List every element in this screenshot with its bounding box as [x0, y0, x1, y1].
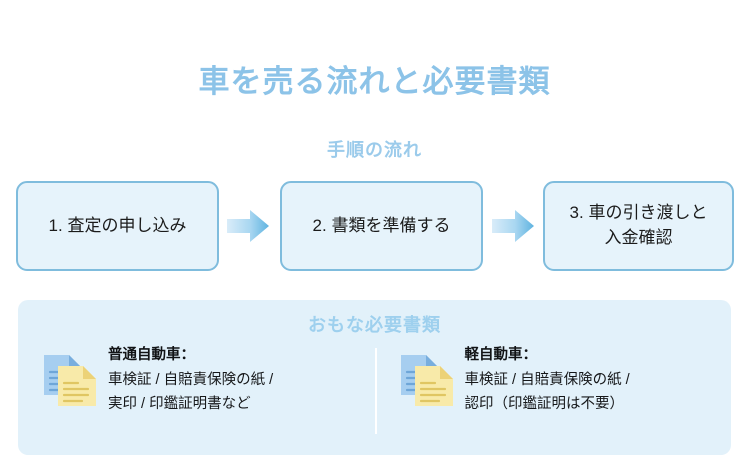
flow-step-1: 1. 査定の申し込み [16, 181, 219, 271]
documents-columns: 普通自動車： 車検証 / 自賠責保険の紙 / 実印 / 印鑑証明書など [18, 344, 731, 449]
flow-step-3: 3. 車の引き渡しと 入金確認 [543, 181, 734, 271]
documents-panel: おもな必要書類 [18, 300, 731, 455]
flow-step-2-label: 2. 書類を準備する [312, 215, 451, 235]
arrow-right-icon [492, 209, 534, 243]
documents-icon [399, 352, 453, 408]
documents-column-kei-car: 軽自動車： 車検証 / 自賠責保険の紙 / 認印（印鑑証明は不要） [375, 344, 732, 449]
documents-column-kei-car-label: 軽自動車： [464, 347, 538, 363]
documents-column-kei-car-items: 車検証 / 自賠責保険の紙 / 認印（印鑑証明は不要） [464, 372, 630, 412]
documents-heading: おもな必要書類 [308, 315, 441, 335]
arrow-right-icon [227, 209, 269, 243]
flow-step-2: 2. 書類を準備する [280, 181, 483, 271]
flow-step-1-label: 1. 査定の申し込み [48, 215, 187, 235]
documents-icon [42, 352, 96, 408]
column-divider [375, 348, 377, 434]
documents-column-standard-car-label: 普通自動車： [108, 347, 195, 363]
flow-row: 1. 査定の申し込み 2. 書類を準備する [0, 181, 749, 273]
flow-step-3-label: 3. 車の引き渡しと 入金確認 [569, 203, 708, 247]
page-title: 車を売る流れと必要書類 [198, 64, 551, 99]
documents-column-standard-car-items: 車検証 / 自賠責保険の紙 / 実印 / 印鑑証明書など [108, 372, 274, 412]
documents-column-standard-car: 普通自動車： 車検証 / 自賠責保険の紙 / 実印 / 印鑑証明書など [18, 344, 375, 449]
flow-subtitle: 手順の流れ [327, 140, 422, 160]
